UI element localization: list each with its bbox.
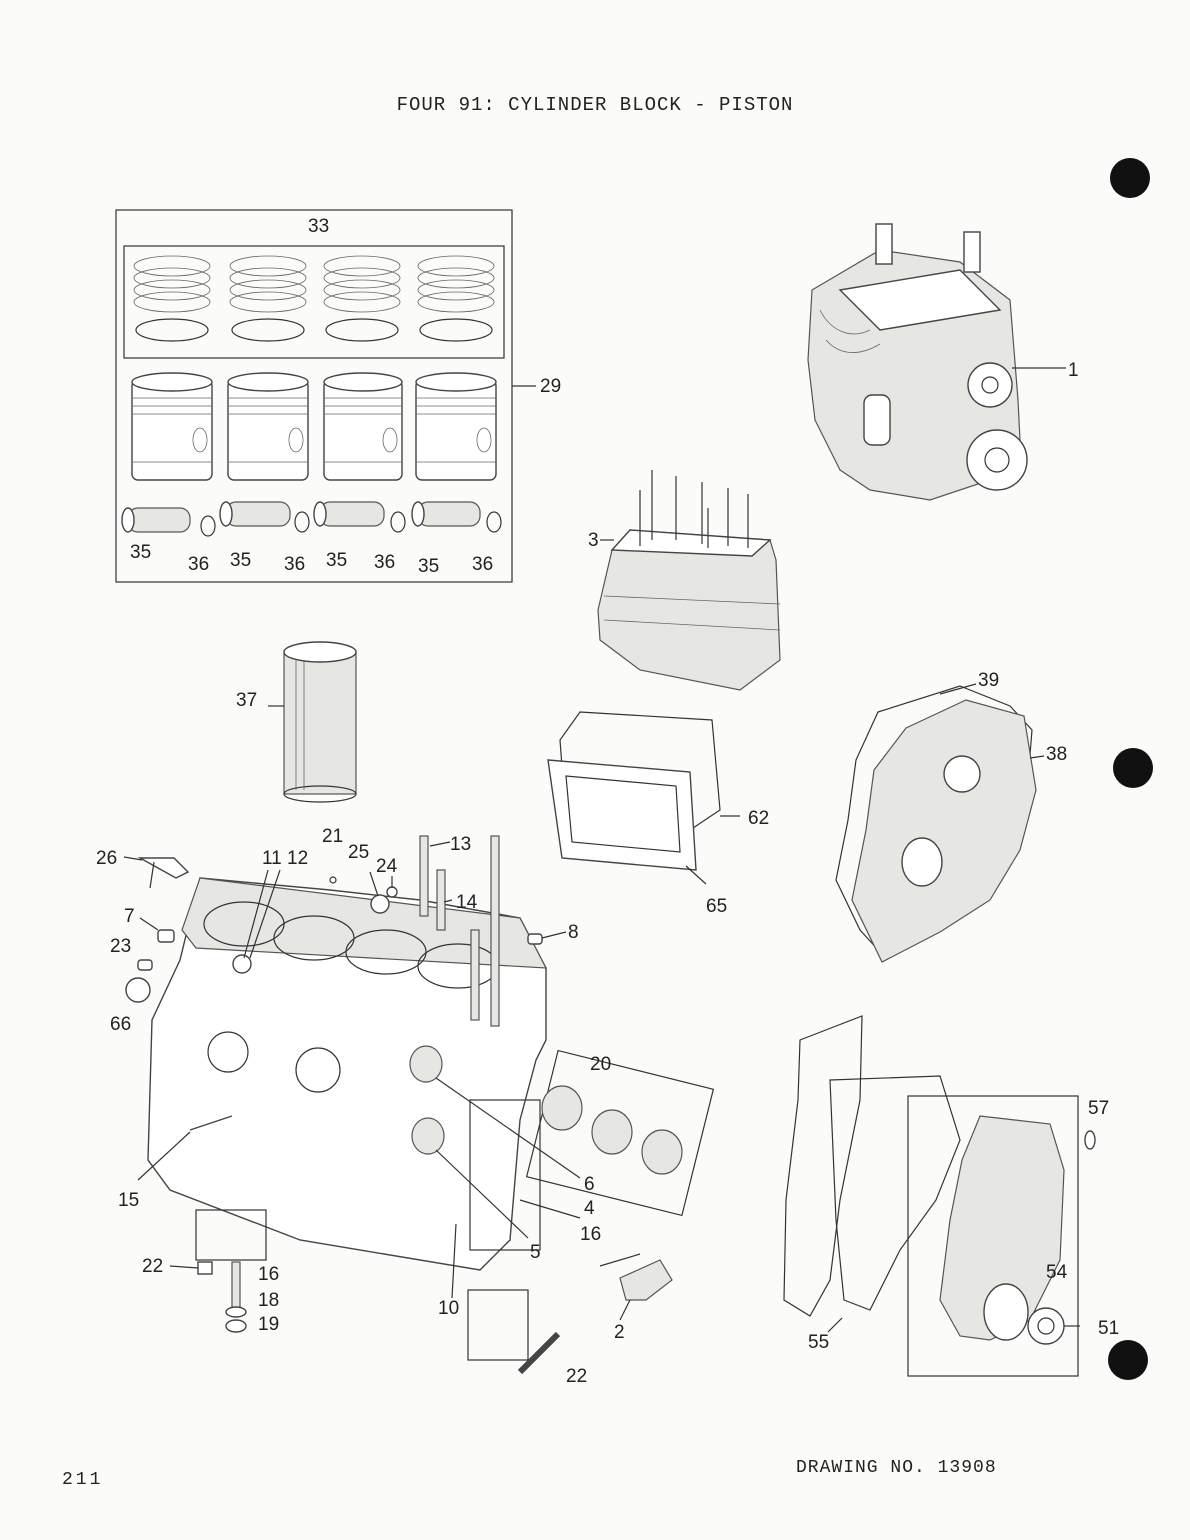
callout-22: 22 (566, 1366, 587, 1387)
timing-cover-group (783, 1015, 1096, 1377)
callout-11-12: 11 12 (262, 848, 308, 869)
callout-36: 36 (284, 554, 305, 575)
callout-16: 16 (580, 1224, 601, 1245)
callout-35: 35 (230, 550, 251, 571)
page-number: 211 (62, 1470, 104, 1490)
punch-hole-bottom (1108, 1340, 1148, 1380)
callout-39: 39 (978, 670, 999, 691)
callout-51: 51 (1098, 1318, 1119, 1339)
pistons (131, 372, 497, 481)
callout-21: 21 (322, 826, 343, 847)
callout-66: 66 (110, 1014, 131, 1035)
callout-57: 57 (1088, 1098, 1109, 1119)
callout-36: 36 (472, 554, 493, 575)
callout-2: 2 (614, 1322, 625, 1343)
callout-14: 14 (456, 892, 478, 913)
piston (227, 372, 309, 481)
callout-25: 25 (348, 842, 369, 863)
piston-ring-set (133, 255, 495, 342)
callout-54: 54 (1046, 1262, 1068, 1283)
gudgeon-pins (121, 501, 502, 537)
callout-20: 20 (590, 1054, 611, 1075)
callout-18: 18 (258, 1290, 279, 1311)
callout-23: 23 (110, 936, 131, 957)
callout-62: 62 (748, 808, 769, 829)
callout-15: 15 (118, 1190, 139, 1211)
piston-kit-group (115, 209, 536, 583)
front-end-plate (835, 683, 1045, 963)
callout-37: 37 (236, 690, 257, 711)
callout-65: 65 (706, 896, 727, 917)
callout-22: 22 (142, 1256, 163, 1277)
callout-29: 29 (540, 376, 561, 397)
callout-19: 19 (258, 1314, 279, 1335)
callout-26: 26 (96, 848, 117, 869)
punch-hole-top (1110, 158, 1150, 198)
callout-16: 16 (258, 1264, 279, 1285)
callout-3: 3 (588, 530, 599, 551)
callout-4: 4 (584, 1198, 595, 1219)
complete-engine-illustration (807, 223, 1066, 501)
piston-ring-set-frame (123, 245, 505, 359)
callout-35: 35 (326, 550, 347, 571)
sump-gaskets (547, 711, 740, 885)
callout-35: 35 (418, 556, 439, 577)
callout-33: 33 (308, 216, 329, 237)
callout-36: 36 (188, 554, 209, 575)
callout-7: 7 (124, 906, 135, 927)
callout-6: 6 (584, 1174, 595, 1195)
callout-24: 24 (376, 856, 398, 877)
callout-38: 38 (1046, 744, 1067, 765)
callout-35: 35 (130, 542, 151, 563)
callout-36: 36 (374, 552, 395, 573)
callout-8: 8 (568, 922, 579, 943)
drawing-number: DRAWING NO. 13908 (796, 1458, 997, 1478)
piston-kit-frame (115, 209, 513, 583)
bare-cylinder-block-illustration (597, 470, 781, 691)
punch-hole-middle (1113, 748, 1153, 788)
callout-5: 5 (530, 1242, 541, 1263)
callout-10: 10 (438, 1298, 459, 1319)
callout-55: 55 (808, 1332, 829, 1353)
callout-13: 13 (450, 834, 471, 855)
page-title: FOUR 91: CYLINDER BLOCK - PISTON (396, 94, 794, 116)
cylinder-block-exploded (123, 835, 715, 1375)
piston (131, 372, 213, 481)
callout-1: 1 (1068, 360, 1079, 381)
cylinder-liner (268, 641, 357, 803)
piston (415, 372, 497, 481)
piston (323, 372, 403, 481)
